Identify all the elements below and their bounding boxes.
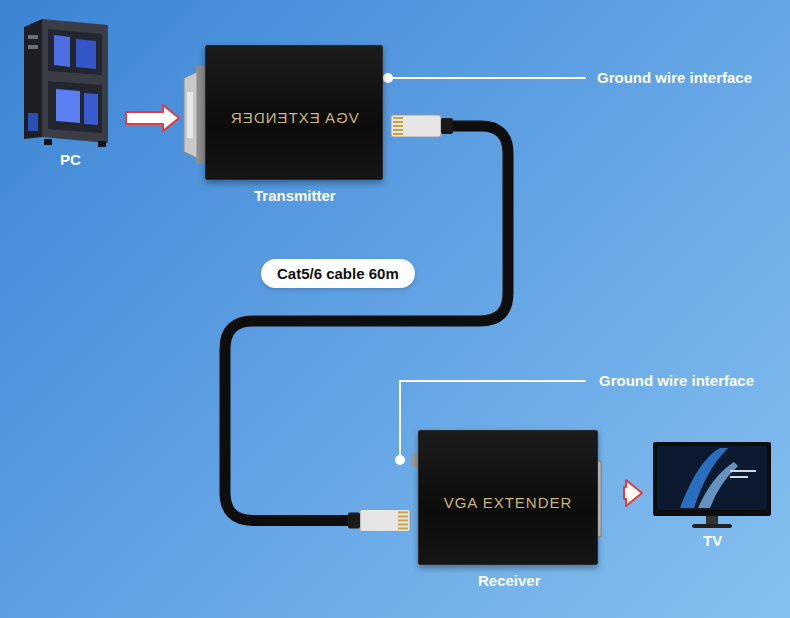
device-label-row: VGA EXTENDER [206,109,382,126]
tv-ui [730,470,756,472]
pc-light [76,39,96,69]
rj45-pin [393,129,403,131]
vga-port [184,66,206,164]
pc-bay [28,35,38,39]
rj45-pin [398,515,408,517]
tv-glow [698,462,738,508]
pc-node: PC [20,15,120,175]
pc-light [56,89,80,123]
flow-arrow [126,105,179,131]
pc-light [54,35,70,67]
pc-light [84,93,98,125]
pc-light [28,113,38,131]
rj45-body [391,115,441,137]
rj45-pin [393,133,403,135]
rj45-pin [393,121,403,123]
pc-foot [44,139,52,145]
pc-window [48,81,102,133]
tv-neck [706,516,718,524]
pc-bay [28,45,38,49]
tv-node: TV [650,440,775,552]
tv-base [692,524,732,528]
pc-window [48,29,102,75]
tv-icon [650,440,775,535]
rj45-pin [398,519,408,521]
rj45-pin [398,523,408,525]
rj45-plug [348,509,410,531]
ground-label: Ground wire interface [597,69,752,86]
pc-front [24,19,42,139]
pc-side [42,19,108,143]
tv-ui [730,476,748,478]
device-caption: Transmitter [254,187,336,204]
cable-boot [348,512,360,528]
rj45-plug [391,115,453,137]
tv-screen [657,446,767,510]
device-label-row: VGA EXTENDER [419,494,597,511]
device-label-text: VGA EXTENDER [444,494,573,511]
extender-box: VGA EXTENDERReceiver [418,430,598,565]
device-label-text: VGA EXTENDER [230,109,359,126]
pc-foot [98,141,106,147]
cable-label: Cat5/6 cable 60m [261,259,415,288]
device-caption: PC [60,151,81,168]
flow-arrow [624,480,642,506]
rj45-pin [398,527,408,529]
rj45-pin [393,117,403,119]
rj45-body [360,509,410,531]
leader-line [388,77,586,79]
tv-frame [653,442,771,516]
device-caption: Receiver [478,572,541,589]
extender-box: VGA EXTENDERTransmitter [205,45,383,180]
rj45-pin [393,125,403,127]
rj45-pin [398,511,408,513]
leader-dot [383,73,393,83]
pc-tower-icon [20,15,120,155]
ground-label: Ground wire interface [599,372,754,389]
device-caption: TV [703,532,722,549]
leader-dot [395,455,405,465]
cable-boot [441,118,453,134]
